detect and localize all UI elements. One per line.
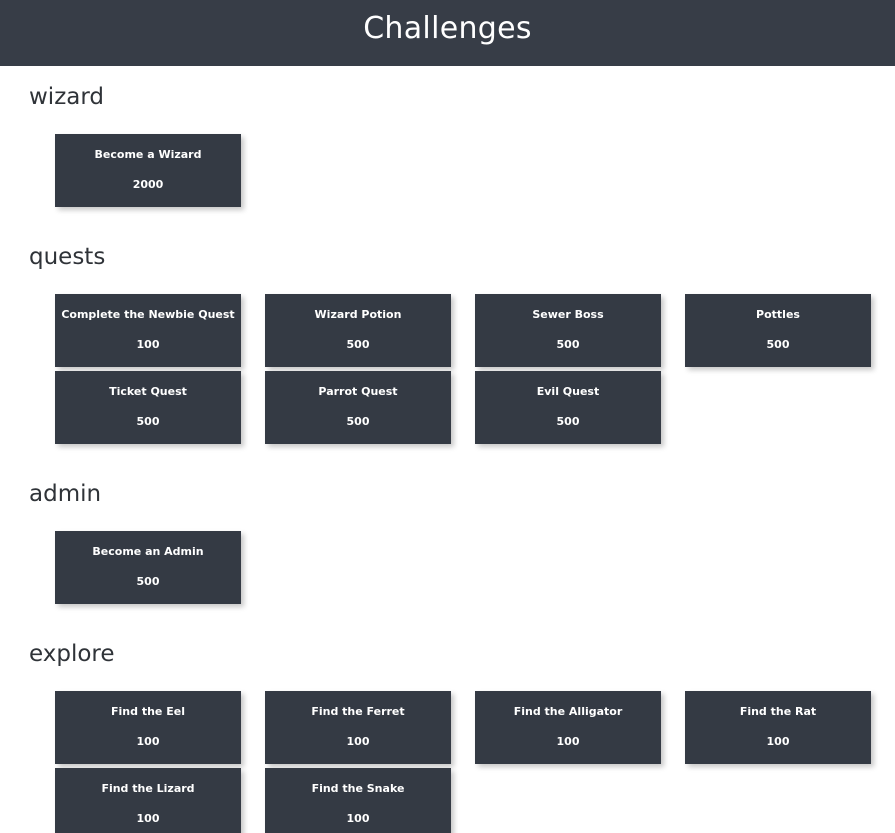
challenge-card[interactable]: Become an Admin 500 [55, 531, 241, 604]
challenge-value: 100 [136, 812, 160, 825]
challenge-value: 100 [346, 812, 370, 825]
challenge-title: Find the Eel [111, 705, 185, 718]
challenge-card[interactable]: Ticket Quest 500 [55, 371, 241, 444]
challenge-card[interactable]: Wizard Potion 500 [265, 294, 451, 367]
challenge-title: Evil Quest [536, 385, 600, 398]
challenge-card[interactable]: Find the Snake 100 [265, 768, 451, 833]
section-quests: quests Complete the Newbie Quest 100 Wiz… [0, 211, 895, 448]
challenge-title: Pottles [756, 308, 800, 321]
challenge-card[interactable]: Find the Eel 100 [55, 691, 241, 764]
section-heading-quests: quests [29, 244, 106, 270]
challenge-value: 100 [136, 338, 160, 351]
challenge-title: Become an Admin [92, 545, 204, 558]
challenge-title: Find the Snake [311, 782, 405, 795]
section-heading-wizard: wizard [29, 84, 105, 110]
challenge-value: 2000 [132, 178, 164, 191]
card-grid-admin: Become an Admin 500 [0, 506, 895, 608]
section-explore: explore Find the Eel 100 Find the Ferret… [0, 608, 895, 833]
challenge-value: 500 [346, 415, 370, 428]
card-grid-quests: Complete the Newbie Quest 100 Wizard Pot… [0, 269, 895, 448]
challenge-card[interactable]: Find the Alligator 100 [475, 691, 661, 764]
challenge-value: 100 [766, 735, 790, 748]
section-wizard: wizard Become a Wizard 2000 [0, 66, 895, 211]
challenge-title: Parrot Quest [318, 385, 398, 398]
challenge-title: Complete the Newbie Quest [61, 308, 235, 321]
challenge-card[interactable]: Find the Rat 100 [685, 691, 871, 764]
challenge-title: Find the Lizard [101, 782, 195, 795]
challenge-title: Find the Ferret [311, 705, 405, 718]
challenge-card[interactable]: Pottles 500 [685, 294, 871, 367]
challenge-value: 500 [556, 415, 580, 428]
challenge-card[interactable]: Become a Wizard 2000 [55, 134, 241, 207]
challenge-title: Find the Rat [739, 705, 817, 718]
challenge-title: Become a Wizard [94, 148, 202, 161]
card-grid-wizard: Become a Wizard 2000 [0, 109, 895, 211]
challenge-title: Find the Alligator [513, 705, 623, 718]
challenge-value: 500 [556, 338, 580, 351]
challenge-card[interactable]: Find the Ferret 100 [265, 691, 451, 764]
challenge-card[interactable]: Complete the Newbie Quest 100 [55, 294, 241, 367]
challenge-card[interactable]: Parrot Quest 500 [265, 371, 451, 444]
challenge-value: 500 [346, 338, 370, 351]
challenge-card[interactable]: Evil Quest 500 [475, 371, 661, 444]
challenge-value: 100 [346, 735, 370, 748]
challenges-content: wizard Become a Wizard 2000 quests Compl… [0, 66, 895, 833]
challenge-value: 100 [556, 735, 580, 748]
section-heading-admin: admin [29, 481, 102, 507]
challenge-title: Wizard Potion [314, 308, 402, 321]
challenge-title: Ticket Quest [109, 385, 187, 398]
card-grid-explore: Find the Eel 100 Find the Ferret 100 Fin… [0, 666, 895, 833]
challenge-value: 500 [136, 575, 160, 588]
challenge-title: Sewer Boss [532, 308, 604, 321]
challenge-value: 100 [136, 735, 160, 748]
section-heading-explore: explore [29, 641, 115, 667]
challenge-card[interactable]: Find the Lizard 100 [55, 768, 241, 833]
page-header: Challenges [0, 0, 895, 66]
page-title: Challenges [363, 11, 532, 46]
challenge-value: 500 [766, 338, 790, 351]
section-admin: admin Become an Admin 500 [0, 448, 895, 608]
challenge-value: 500 [136, 415, 160, 428]
challenge-card[interactable]: Sewer Boss 500 [475, 294, 661, 367]
